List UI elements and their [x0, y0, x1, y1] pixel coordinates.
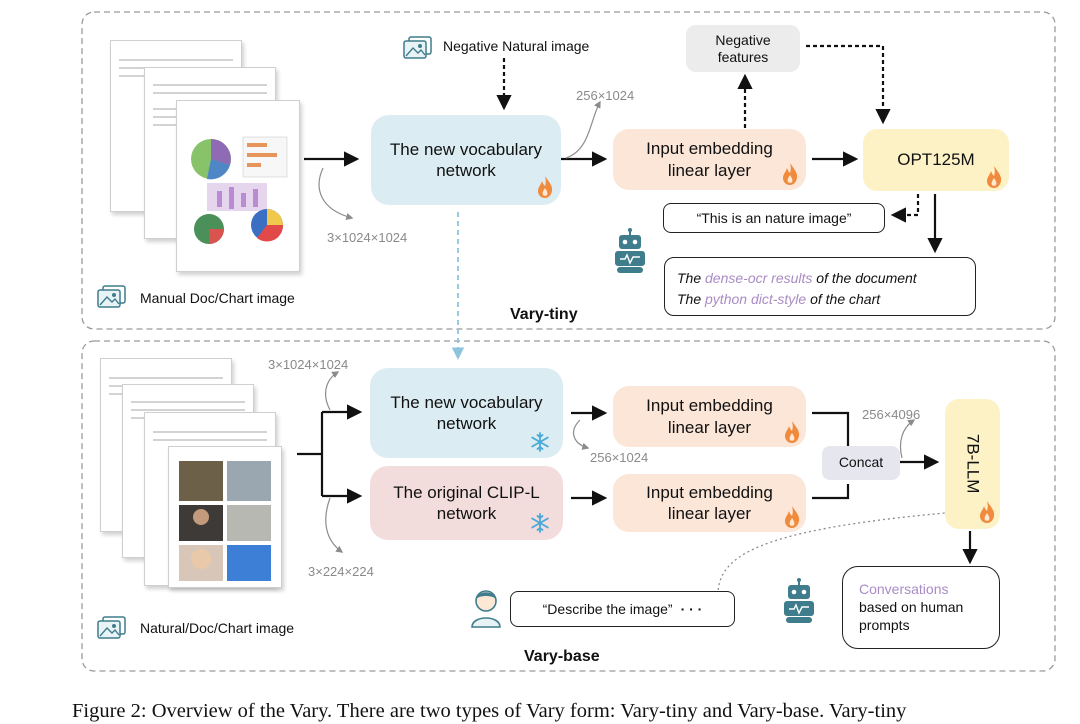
flame-icon — [538, 176, 553, 198]
figure-caption: Figure 2: Overview of the Vary. There ar… — [72, 700, 907, 722]
opt125m-box: OPT125M — [863, 129, 1009, 191]
arrow-opt-to-nature — [890, 194, 920, 223]
snowflake-icon — [531, 513, 549, 533]
dim-base-tokens: 256×1024 — [590, 450, 649, 465]
dim-curl-base-concat — [899, 419, 916, 459]
dim-base-input-1: 3×1024×1024 — [268, 357, 349, 372]
concat-box: Concat — [822, 446, 900, 480]
base-input-embedding-1: Input embedding linear layer — [613, 386, 806, 447]
user-icon — [471, 590, 501, 628]
robot-icon — [784, 578, 814, 623]
dim-tiny-input: 3×1024×1024 — [327, 230, 408, 245]
dim-base-input-2: 3×224×224 — [308, 564, 374, 579]
negative-features-box: Negative features — [686, 25, 800, 72]
robot-icon — [615, 228, 645, 273]
flame-icon — [785, 506, 800, 528]
clip-l-network: The original CLIP-L network — [370, 466, 563, 540]
natural-photo-collage — [168, 446, 282, 588]
dim-curl-base-input2 — [325, 497, 344, 553]
output-line-2: The python dict-style of the chart — [677, 291, 881, 307]
vary-tiny-title: Vary-tiny — [510, 306, 578, 323]
line-embed1-to-concat — [812, 411, 850, 446]
arrow-negfeat-to-opt — [806, 44, 891, 125]
dim-curl-base-input1 — [324, 371, 340, 411]
base-doc-label: Natural/Doc/Chart image — [140, 620, 295, 636]
dim-curl-base-tokens — [572, 419, 590, 450]
dim-base-concat: 256×4096 — [862, 407, 921, 422]
tiny-vocab-network: The new vocabulary network — [371, 115, 561, 205]
vary-base-panel — [81, 340, 1056, 672]
vary-tiny-panel — [81, 11, 1056, 330]
nature-image-bubble: “This is an nature image” — [663, 203, 885, 233]
image-icon — [403, 36, 432, 59]
neg-image-label: Negative Natural image — [443, 38, 590, 54]
dim-tiny-tokens: 256×1024 — [576, 88, 635, 103]
image-icon — [97, 616, 126, 639]
snowflake-icon — [531, 432, 549, 452]
base-input-embedding-2: Input embedding linear layer — [613, 474, 806, 532]
flame-icon — [785, 421, 800, 443]
photo-thumbnails — [179, 461, 271, 581]
conversations-bubble: Conversations based on human prompts — [842, 566, 1000, 649]
tiny-doc-label: Manual Doc/Chart image — [140, 290, 295, 306]
base-vocab-network: The new vocabulary network — [370, 368, 563, 458]
tiny-input-embedding: Input embedding linear layer — [613, 129, 806, 190]
chart-thumbnail — [191, 136, 288, 244]
tiny-output-bubble: The dense-ocr results of the document Th… — [664, 257, 976, 316]
dotted-user-to-llm — [717, 512, 946, 596]
dim-curl-tiny-input — [318, 167, 354, 220]
line-embed2-to-concat — [812, 484, 850, 500]
flame-icon — [980, 501, 995, 523]
output-line-1: The dense-ocr results of the document — [677, 270, 917, 286]
describe-image-bubble: “Describe the image”· · · — [510, 591, 735, 627]
flame-icon — [783, 163, 798, 185]
vary-base-title: Vary-base — [524, 648, 600, 665]
flame-icon — [987, 166, 1002, 188]
doc-page-chart — [176, 100, 300, 272]
image-icon — [97, 285, 126, 308]
dim-curl-tiny-tokens — [565, 100, 601, 159]
